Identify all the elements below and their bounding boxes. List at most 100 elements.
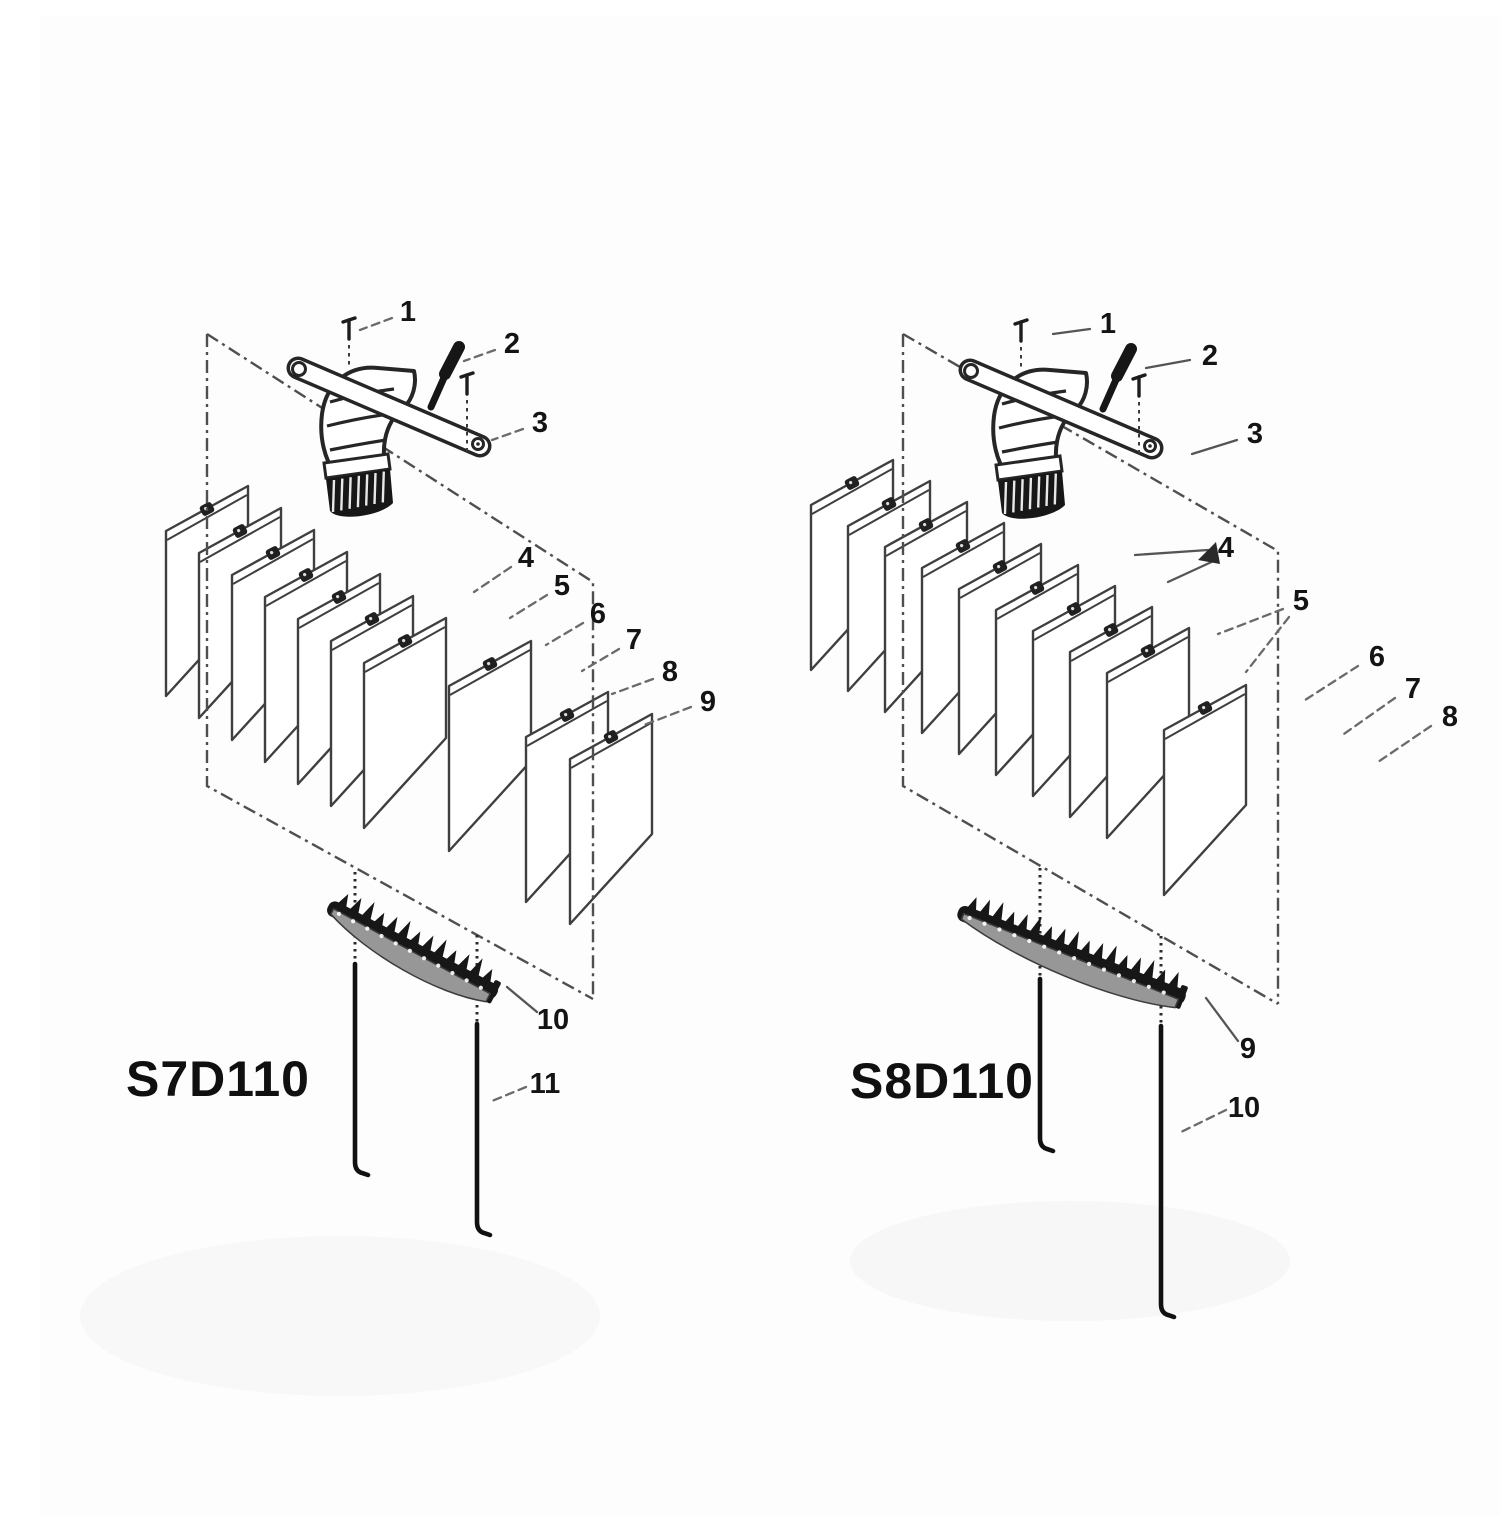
grid-knob — [364, 612, 380, 626]
callout-4: 4 — [472, 542, 534, 594]
hold-down-rod — [1158, 936, 1177, 1320]
grid-knob — [1066, 602, 1082, 616]
bottom-collector-manifold — [957, 897, 1188, 1009]
collector-belly — [329, 907, 492, 1003]
grid-knob — [397, 634, 413, 648]
leader-line — [1339, 696, 1397, 738]
callout-8: 8 — [1376, 701, 1458, 764]
leader-line — [1376, 724, 1433, 764]
grid-top-rail — [265, 560, 347, 607]
callout-label-3: 3 — [1247, 418, 1263, 450]
filter-grid-panel — [568, 712, 654, 926]
leader-line — [1216, 607, 1285, 636]
model-label-s8d110: S8D110 — [850, 1053, 1034, 1109]
grid-top-rail — [298, 582, 380, 629]
grid-top-rail — [996, 573, 1078, 620]
grid-top-rail — [959, 552, 1041, 599]
callout-6: 6 — [1300, 641, 1385, 704]
callout-11: 11 — [490, 1068, 560, 1103]
grid-top-rail — [232, 538, 314, 585]
tank-outline — [902, 332, 1280, 1004]
leader-line — [1204, 996, 1240, 1043]
callout-1: 1 — [358, 296, 416, 332]
callout-2: 2 — [462, 328, 520, 363]
callout-label-8: 8 — [1442, 701, 1458, 733]
callout-10: 10 — [1177, 1092, 1260, 1135]
retainer-screw — [1013, 318, 1029, 369]
leader-line — [505, 985, 539, 1014]
valve-manifold-assembly — [958, 318, 1164, 519]
hold-down-rod — [352, 872, 371, 1178]
arm-socket — [963, 363, 979, 379]
callout-4: 4 — [1133, 532, 1234, 584]
callout-label-6: 6 — [590, 598, 606, 630]
leader-line — [358, 316, 394, 332]
grid-knob — [1197, 701, 1213, 715]
leader-line — [1133, 548, 1210, 557]
grid-knob — [881, 497, 897, 511]
callout-label-9: 9 — [700, 686, 716, 718]
grid-knob — [603, 730, 619, 744]
leader-line — [1190, 438, 1239, 456]
grid-knob — [1029, 581, 1045, 595]
grid-top-rail — [364, 626, 446, 673]
leader-arrowhead — [1198, 542, 1220, 564]
grid-knob — [918, 518, 934, 532]
callout-label-10: 10 — [1228, 1092, 1260, 1124]
callout-7: 7 — [1339, 673, 1421, 738]
callout-label-6: 6 — [1369, 641, 1385, 673]
grid-top-rail — [449, 649, 531, 696]
grid-top-rail — [570, 722, 652, 769]
leader-line — [1166, 557, 1220, 584]
callout-2: 2 — [1144, 340, 1218, 372]
callout-label-4: 4 — [1218, 532, 1234, 564]
grid-top-rail — [331, 604, 413, 651]
valve-manifold-assembly — [286, 316, 492, 517]
callout-label-1: 1 — [400, 296, 416, 328]
valve-handle-grip — [1111, 343, 1137, 382]
grid-top-rail — [922, 531, 1004, 578]
leader-line — [1300, 664, 1360, 704]
callout-label-2: 2 — [1202, 340, 1218, 372]
leader-line — [472, 565, 513, 594]
grid-top-rail — [1164, 693, 1246, 740]
callout-8: 8 — [610, 656, 678, 696]
bottom-collector-manifold — [327, 893, 501, 1004]
scan-smudge — [80, 1236, 600, 1396]
callout-10: 10 — [505, 985, 569, 1036]
leader-line — [544, 621, 585, 647]
paper-background — [40, 16, 1500, 1516]
leader-line — [1144, 358, 1192, 370]
callout-label-7: 7 — [1405, 673, 1421, 705]
pipe-collar-ring — [1001, 440, 1059, 454]
grid-top-rail — [885, 510, 967, 557]
grid-knob — [482, 657, 498, 671]
grid-top-rail — [1033, 594, 1115, 641]
callout-7: 7 — [580, 624, 642, 673]
grid-top-rail — [526, 700, 608, 747]
grid-top-rail — [199, 516, 281, 563]
grid-knob — [992, 560, 1008, 574]
callout-label-5: 5 — [1293, 585, 1309, 617]
grid-knob — [844, 476, 860, 490]
callout-label-4: 4 — [518, 542, 534, 574]
leader-line — [490, 427, 525, 442]
grid-knob — [331, 590, 347, 604]
grid-knob — [559, 708, 575, 722]
grid-knob — [1140, 644, 1156, 658]
leader-line — [490, 1085, 528, 1103]
tank-outline — [205, 334, 594, 1001]
grid-knob — [265, 546, 281, 560]
filter-grid-panel — [362, 616, 448, 830]
leader-line — [462, 348, 497, 363]
leader-line — [508, 593, 549, 620]
retainer-screw — [459, 371, 475, 455]
leader-line — [580, 647, 621, 673]
tank-outline — [901, 334, 1279, 1006]
leader-line — [610, 677, 655, 696]
scan-smudge — [850, 1201, 1290, 1321]
leader-line — [1051, 327, 1092, 336]
